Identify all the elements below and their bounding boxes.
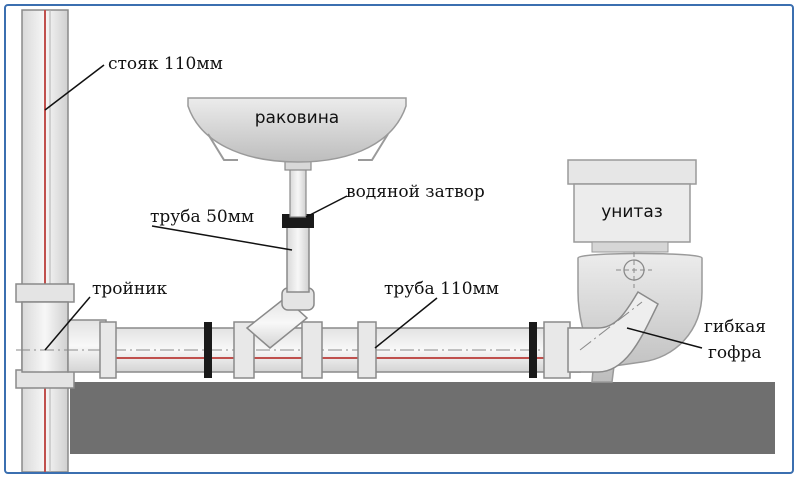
riser-leader [44,64,105,111]
riser-label: стояк 110мм [108,54,223,74]
riser-pipe [15,9,75,472]
water-seal-leader [305,195,348,218]
pipe-110-leader [374,297,438,349]
pipe-50-leader [151,225,293,251]
sink-basin: раковина [187,97,407,163]
pipe-50-label: труба 50мм [150,207,254,227]
tee-leader [44,296,91,351]
water-seal-label: водяной затвор [346,182,485,202]
toilet-label: унитаз [601,202,663,222]
sink-drain-pipe-50 [245,153,315,349]
tee-fitting [21,301,107,373]
flex-leader [626,327,703,349]
diagram-frame: раковина унитаз стояк 110мм водяной затв… [4,4,794,474]
toilet-tank: унитаз [567,159,697,253]
flex-hose-label-line2: гофра [708,343,761,363]
floor-slab [70,382,775,454]
pipe-110-label: труба 110мм [384,279,499,299]
flexible-corrugated-hose [567,290,659,373]
tee-label: тройник [92,279,168,299]
horizontal-pipe-110 [16,321,602,379]
sink-label: раковина [255,108,339,128]
flex-hose-label-line1: гибкая [704,317,766,337]
leader-lines [44,64,703,351]
plumbing-diagram: раковина унитаз стояк 110мм водяной затв… [15,9,775,472]
